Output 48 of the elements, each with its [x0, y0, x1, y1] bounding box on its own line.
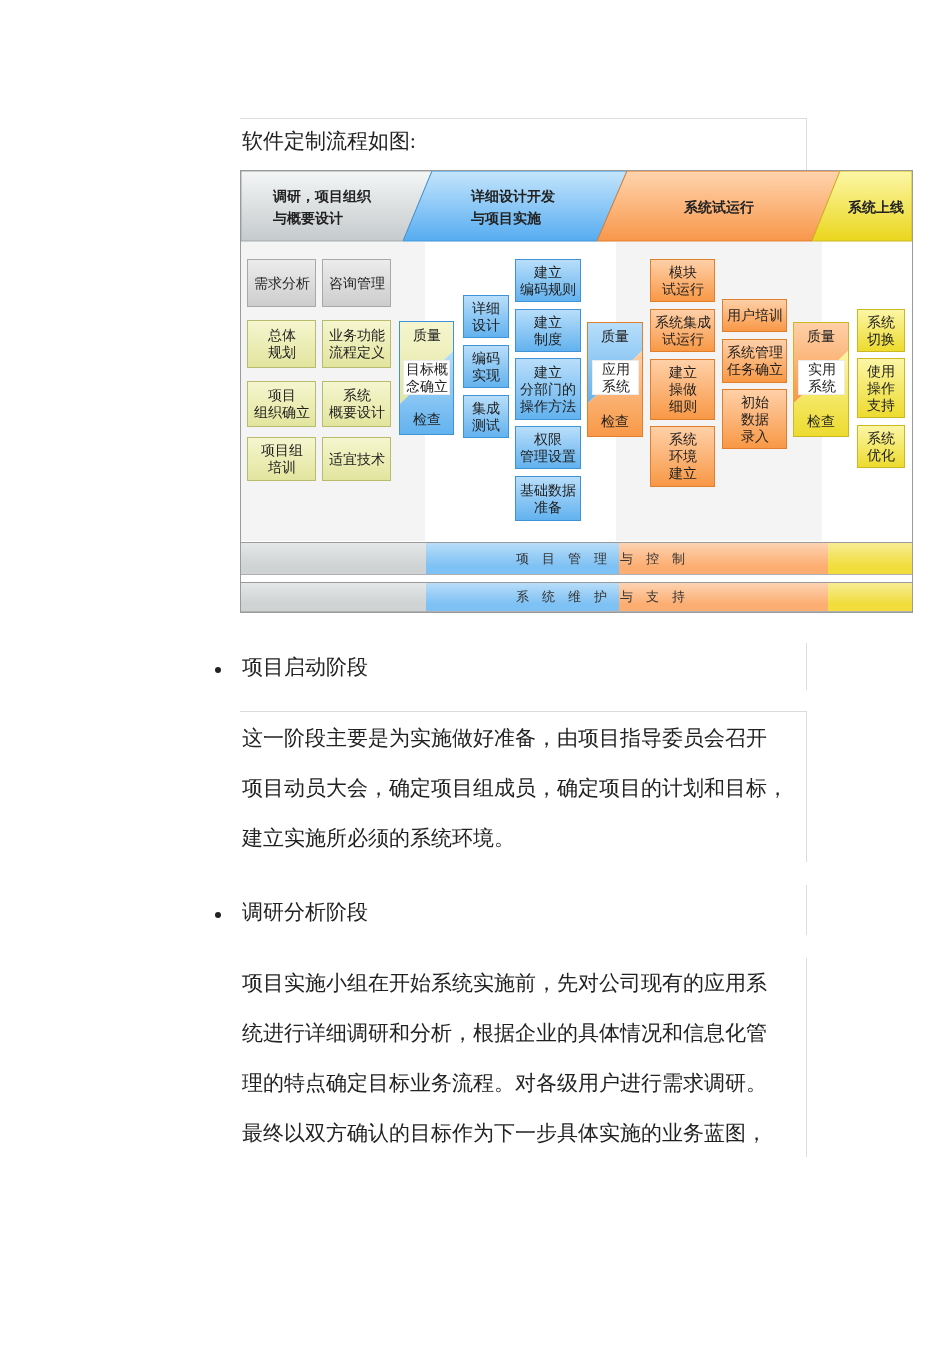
- quality-check-box: [793, 322, 849, 437]
- task-box: 业务功能流程定义: [322, 320, 391, 368]
- task-box: 集成测试: [463, 395, 509, 438]
- task-box: 使用操作支持: [857, 358, 905, 418]
- task-box: 总体规划: [247, 320, 316, 368]
- quality-check-box: [587, 322, 643, 437]
- task-box: 模块试运行: [650, 259, 715, 302]
- check-footer: 检查: [399, 410, 454, 428]
- deliverable-box: 应用系统: [592, 360, 639, 395]
- task-box: 建立编码规则: [515, 259, 581, 302]
- task-box: 建立制度: [515, 309, 581, 352]
- phase-header: 系统上线: [812, 171, 912, 242]
- body-paragraph: 项目实施小组在开始系统实施前，先对公司现有的应用系统进行详细调研和分析，根据企业的具体情况和信息化管理的特点确定目标业务流程。对各级用户进行需求调研。最终以双方确认的目标作为下一步具体实施的业务蓝图，: [242, 970, 767, 1146]
- section-heading: 项目启动阶段: [242, 654, 368, 680]
- check-title: 质量: [806, 327, 836, 345]
- check-title: 质量: [600, 327, 630, 345]
- check-title: 质量: [411, 326, 442, 344]
- task-box: 项目组培训: [247, 437, 316, 481]
- task-box: 初始数据录入: [722, 389, 787, 449]
- deliverable-box: 实用系统: [798, 360, 845, 395]
- task-box: 建立操做细则: [650, 359, 715, 420]
- task-box: 适宜技术: [322, 437, 391, 481]
- task-box: 建立分部门的操作方法: [515, 358, 581, 420]
- quality-check-box: [399, 321, 454, 435]
- task-box: 系统优化: [857, 425, 905, 468]
- task-box: 详细设计: [463, 295, 509, 338]
- task-box: 权限管理设置: [515, 426, 581, 469]
- task-box: 需求分析: [247, 259, 316, 307]
- task-box: 咨询管理: [322, 259, 391, 307]
- check-footer: 检查: [587, 412, 643, 430]
- task-box: 系统管理任务确立: [722, 339, 787, 383]
- body-paragraph: 这一阶段主要是为实施做好准备，由项目指导委员会召开项目动员大会，确定项目组成员，确定项目的计划和目标，建立实施所必须的系统环境。: [242, 725, 788, 851]
- task-box: 系统概要设计: [322, 381, 391, 427]
- task-box: 编码实现: [463, 345, 509, 388]
- phase-header: 调研，项目组织与概要设计: [241, 171, 432, 242]
- task-box: 系统切换: [857, 309, 905, 352]
- task-box: 系统集成试运行: [650, 309, 715, 352]
- task-box: 基础数据准备: [515, 476, 581, 521]
- task-box: 系统环境建立: [650, 426, 715, 487]
- support-band: 项目管理与控制: [241, 542, 912, 575]
- deliverable-box: 目标概念确立: [403, 360, 450, 395]
- phase-header: 详细设计开发与项目实施: [403, 171, 627, 242]
- task-box: 用户培训: [722, 299, 787, 332]
- support-band: 系统维护与支持: [241, 582, 912, 612]
- section-heading: 调研分析阶段: [242, 899, 368, 925]
- figure-intro: 软件定制流程如图:: [242, 128, 416, 154]
- task-box: 项目组织确立: [247, 381, 316, 427]
- check-footer: 检查: [793, 412, 849, 430]
